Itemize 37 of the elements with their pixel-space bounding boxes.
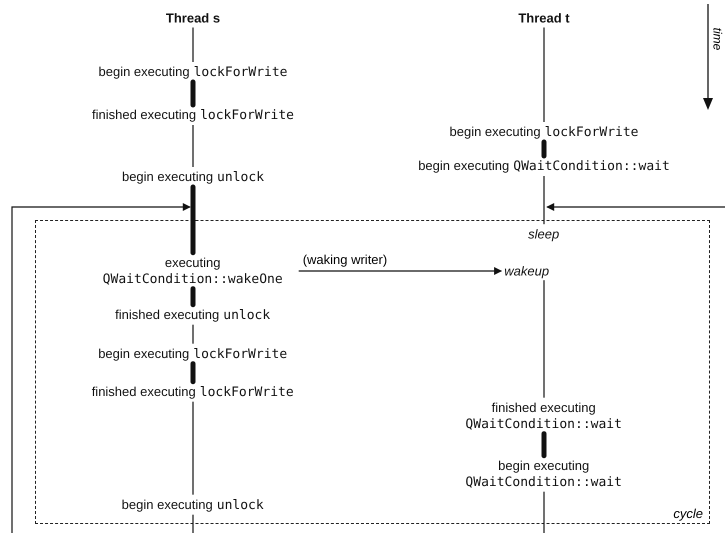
event-label: finished executing lockForWrite	[92, 106, 294, 124]
event-label: executing QWaitCondition::wakeOne	[102, 254, 283, 288]
timeline-line	[192, 324, 194, 344]
execution-bar	[542, 431, 546, 458]
timeline-line	[192, 125, 194, 167]
event-label: begin executing lockForWrite	[98, 344, 288, 363]
state-label: wakeup	[504, 262, 550, 280]
event-label: begin executing unlock	[122, 496, 264, 514]
thread-heading: Thread s	[166, 10, 220, 26]
event-label: begin executing lockForWrite	[98, 63, 288, 81]
execution-bar	[190, 361, 196, 384]
arrow	[298, 267, 502, 275]
arrow	[11, 203, 191, 533]
event-label: finished executing unlock	[115, 306, 270, 324]
timeline-line	[543, 492, 545, 533]
execution-bar	[190, 286, 196, 308]
event-label: begin executing QWaitCondition::wait	[465, 456, 622, 491]
event-label: finished executing QWaitCondition::wait	[465, 398, 622, 433]
execution-bar	[190, 80, 196, 108]
timeline-line	[543, 280, 545, 398]
timeline-line	[192, 402, 194, 495]
timeline-line	[192, 28, 194, 62]
execution-bar	[542, 140, 546, 158]
axis-label: time	[710, 28, 724, 50]
arrow	[546, 203, 725, 211]
timeline-line	[543, 176, 545, 224]
timeline-line	[192, 514, 194, 533]
event-label: begin executing lockForWrite	[450, 123, 638, 141]
event-label: begin executing QWaitCondition::wait	[418, 157, 670, 175]
timeline-line	[543, 28, 545, 122]
event-label: finished executing lockForWrite	[92, 382, 294, 401]
execution-bar	[190, 184, 196, 256]
edge-label: (waking writer)	[300, 252, 390, 267]
region-label: cycle	[673, 506, 703, 521]
event-label: begin executing unlock	[122, 168, 264, 186]
thread-heading: Thread t	[518, 10, 570, 26]
state-label: sleep	[528, 225, 560, 242]
